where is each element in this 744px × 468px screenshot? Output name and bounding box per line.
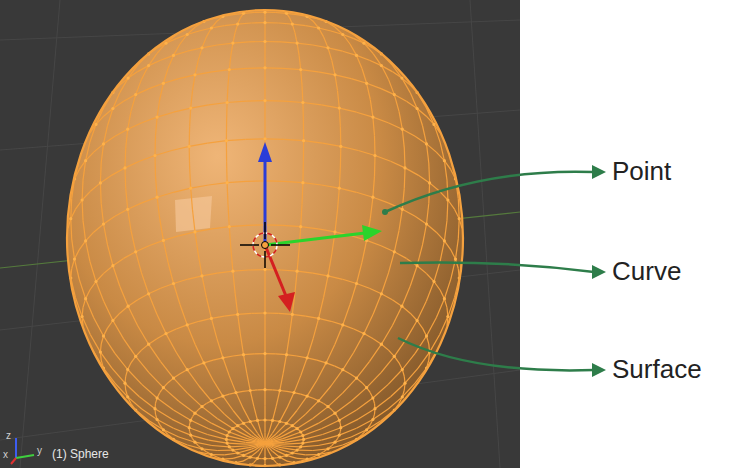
part-label: Curve — [612, 257, 681, 287]
viewport-ground — [0, 0, 520, 468]
axis-letter: z — [6, 430, 11, 442]
object-name: (1) Sphere — [52, 448, 109, 462]
selected-face — [175, 196, 212, 232]
sphere-outline — [67, 10, 463, 466]
part-label: Point — [612, 157, 671, 187]
leader-arrowheads — [382, 165, 606, 377]
axis-letter: x — [3, 449, 8, 461]
transform-gizmo — [240, 142, 382, 312]
corner-axis-gizmo — [11, 438, 34, 464]
sphere-wireframe — [68, 10, 462, 467]
axis-letter: y — [37, 445, 42, 457]
leader-arrows — [385, 172, 594, 371]
part-label: Surface — [612, 355, 702, 385]
sphere-body — [67, 10, 463, 466]
floor-grid — [0, 0, 520, 468]
